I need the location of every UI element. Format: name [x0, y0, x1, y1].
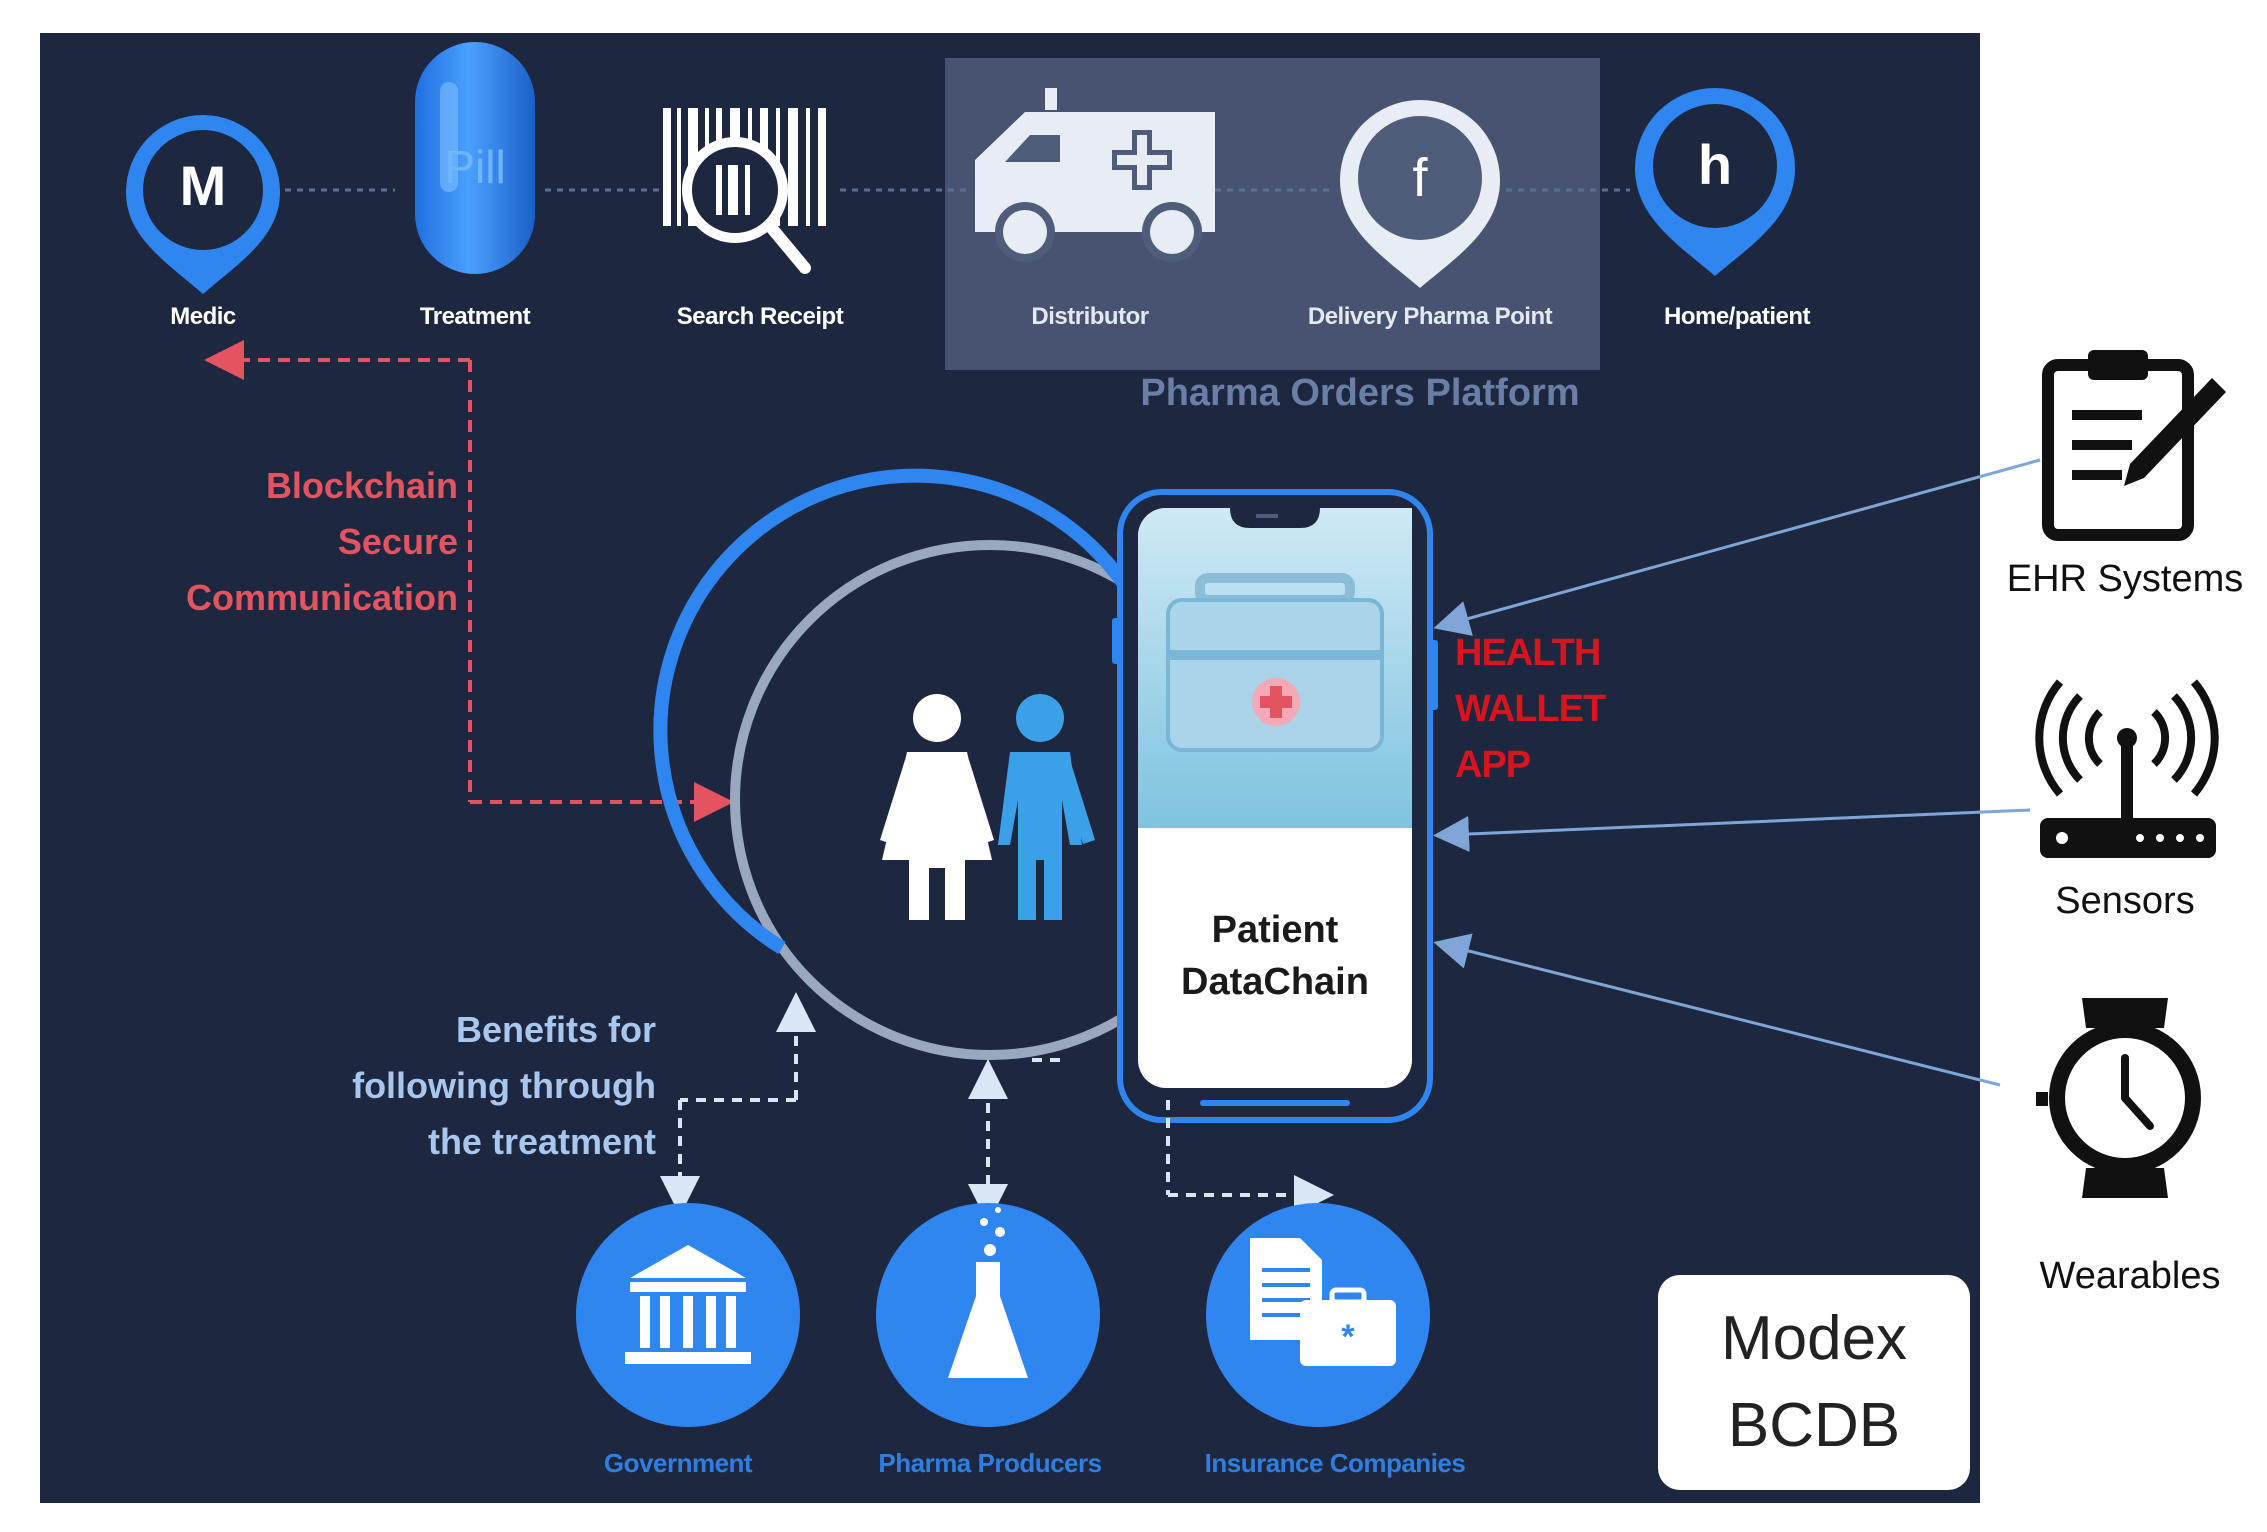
health-wallet-app: HEALTH WALLET APP	[1455, 625, 1606, 793]
ehr-systems-label: EHR Systems	[2006, 558, 2244, 600]
search-receipt-label: Search Receipt	[676, 303, 844, 330]
modex-bcdb-badge: Modex BCDB	[1658, 1275, 1970, 1490]
bottom-connectors	[660, 992, 1334, 1224]
ambulance-icon	[975, 88, 1215, 262]
blockchain-note: Blockchain Secure Communication	[100, 458, 458, 626]
medic-letter: M	[180, 154, 227, 217]
modex-line-2: BCDB	[1727, 1391, 1901, 1460]
home-label: Home/patient	[1663, 303, 1811, 330]
medic-label: Medic	[170, 303, 236, 330]
home-pin-icon: h	[1635, 88, 1795, 276]
home-letter: h	[1698, 133, 1732, 196]
data-source-arrows	[1433, 458, 2041, 1087]
platform-title: Pharma Orders Platform	[1140, 372, 1580, 414]
wearables-label: Wearables	[2039, 1255, 2221, 1297]
svg-text:*: *	[1341, 1318, 1355, 1356]
government-label: Government	[603, 1448, 753, 1478]
medic-pin-icon: M	[126, 115, 280, 294]
patient-datachain-title: Patient DataChain	[1140, 904, 1410, 1008]
benefits-line-3: the treatment	[427, 1121, 656, 1162]
blockchain-line-2: Secure	[337, 521, 458, 562]
benefits-note: Benefits for following through the treat…	[230, 1002, 656, 1170]
insurance-icon: *	[1206, 1203, 1430, 1427]
sensors-label: Sensors	[2055, 880, 2195, 922]
wallet-line-1: HEALTH	[1455, 632, 1601, 674]
flask-icon	[876, 1203, 1100, 1427]
government-icon	[576, 1203, 800, 1427]
pill-icon: Pill	[415, 42, 535, 274]
router-icon	[2035, 679, 2219, 858]
distributor-label: Distributor	[1031, 303, 1149, 330]
blockchain-line-3: Communication	[185, 577, 458, 618]
delivery-letter: f	[1412, 148, 1428, 208]
wallet-line-2: WALLET	[1455, 688, 1606, 730]
pharma-producers-label: Pharma Producers	[878, 1448, 1102, 1478]
watch-icon	[2036, 998, 2201, 1198]
wallet-line-3: APP	[1455, 744, 1531, 786]
phone-device	[1112, 489, 1438, 1123]
insurance-label: Insurance Companies	[1204, 1448, 1466, 1478]
pill-text: Pill	[444, 141, 505, 193]
patients-icon	[880, 694, 1095, 920]
blockchain-line-1: Blockchain	[265, 465, 458, 506]
clipboard-icon	[2042, 350, 2226, 541]
modex-line-1: Modex	[1720, 1304, 1908, 1373]
benefits-line-1: Benefits for	[455, 1009, 656, 1050]
treatment-label: Treatment	[419, 303, 531, 330]
phone-title-line-2: DataChain	[1181, 961, 1369, 1003]
delivery-label: Delivery Pharma Point	[1307, 303, 1553, 330]
delivery-pin-icon: f	[1340, 100, 1500, 288]
barcode-search-icon	[663, 108, 826, 274]
benefits-line-2: following through	[352, 1065, 656, 1106]
phone-title-line-1: Patient	[1211, 909, 1339, 951]
